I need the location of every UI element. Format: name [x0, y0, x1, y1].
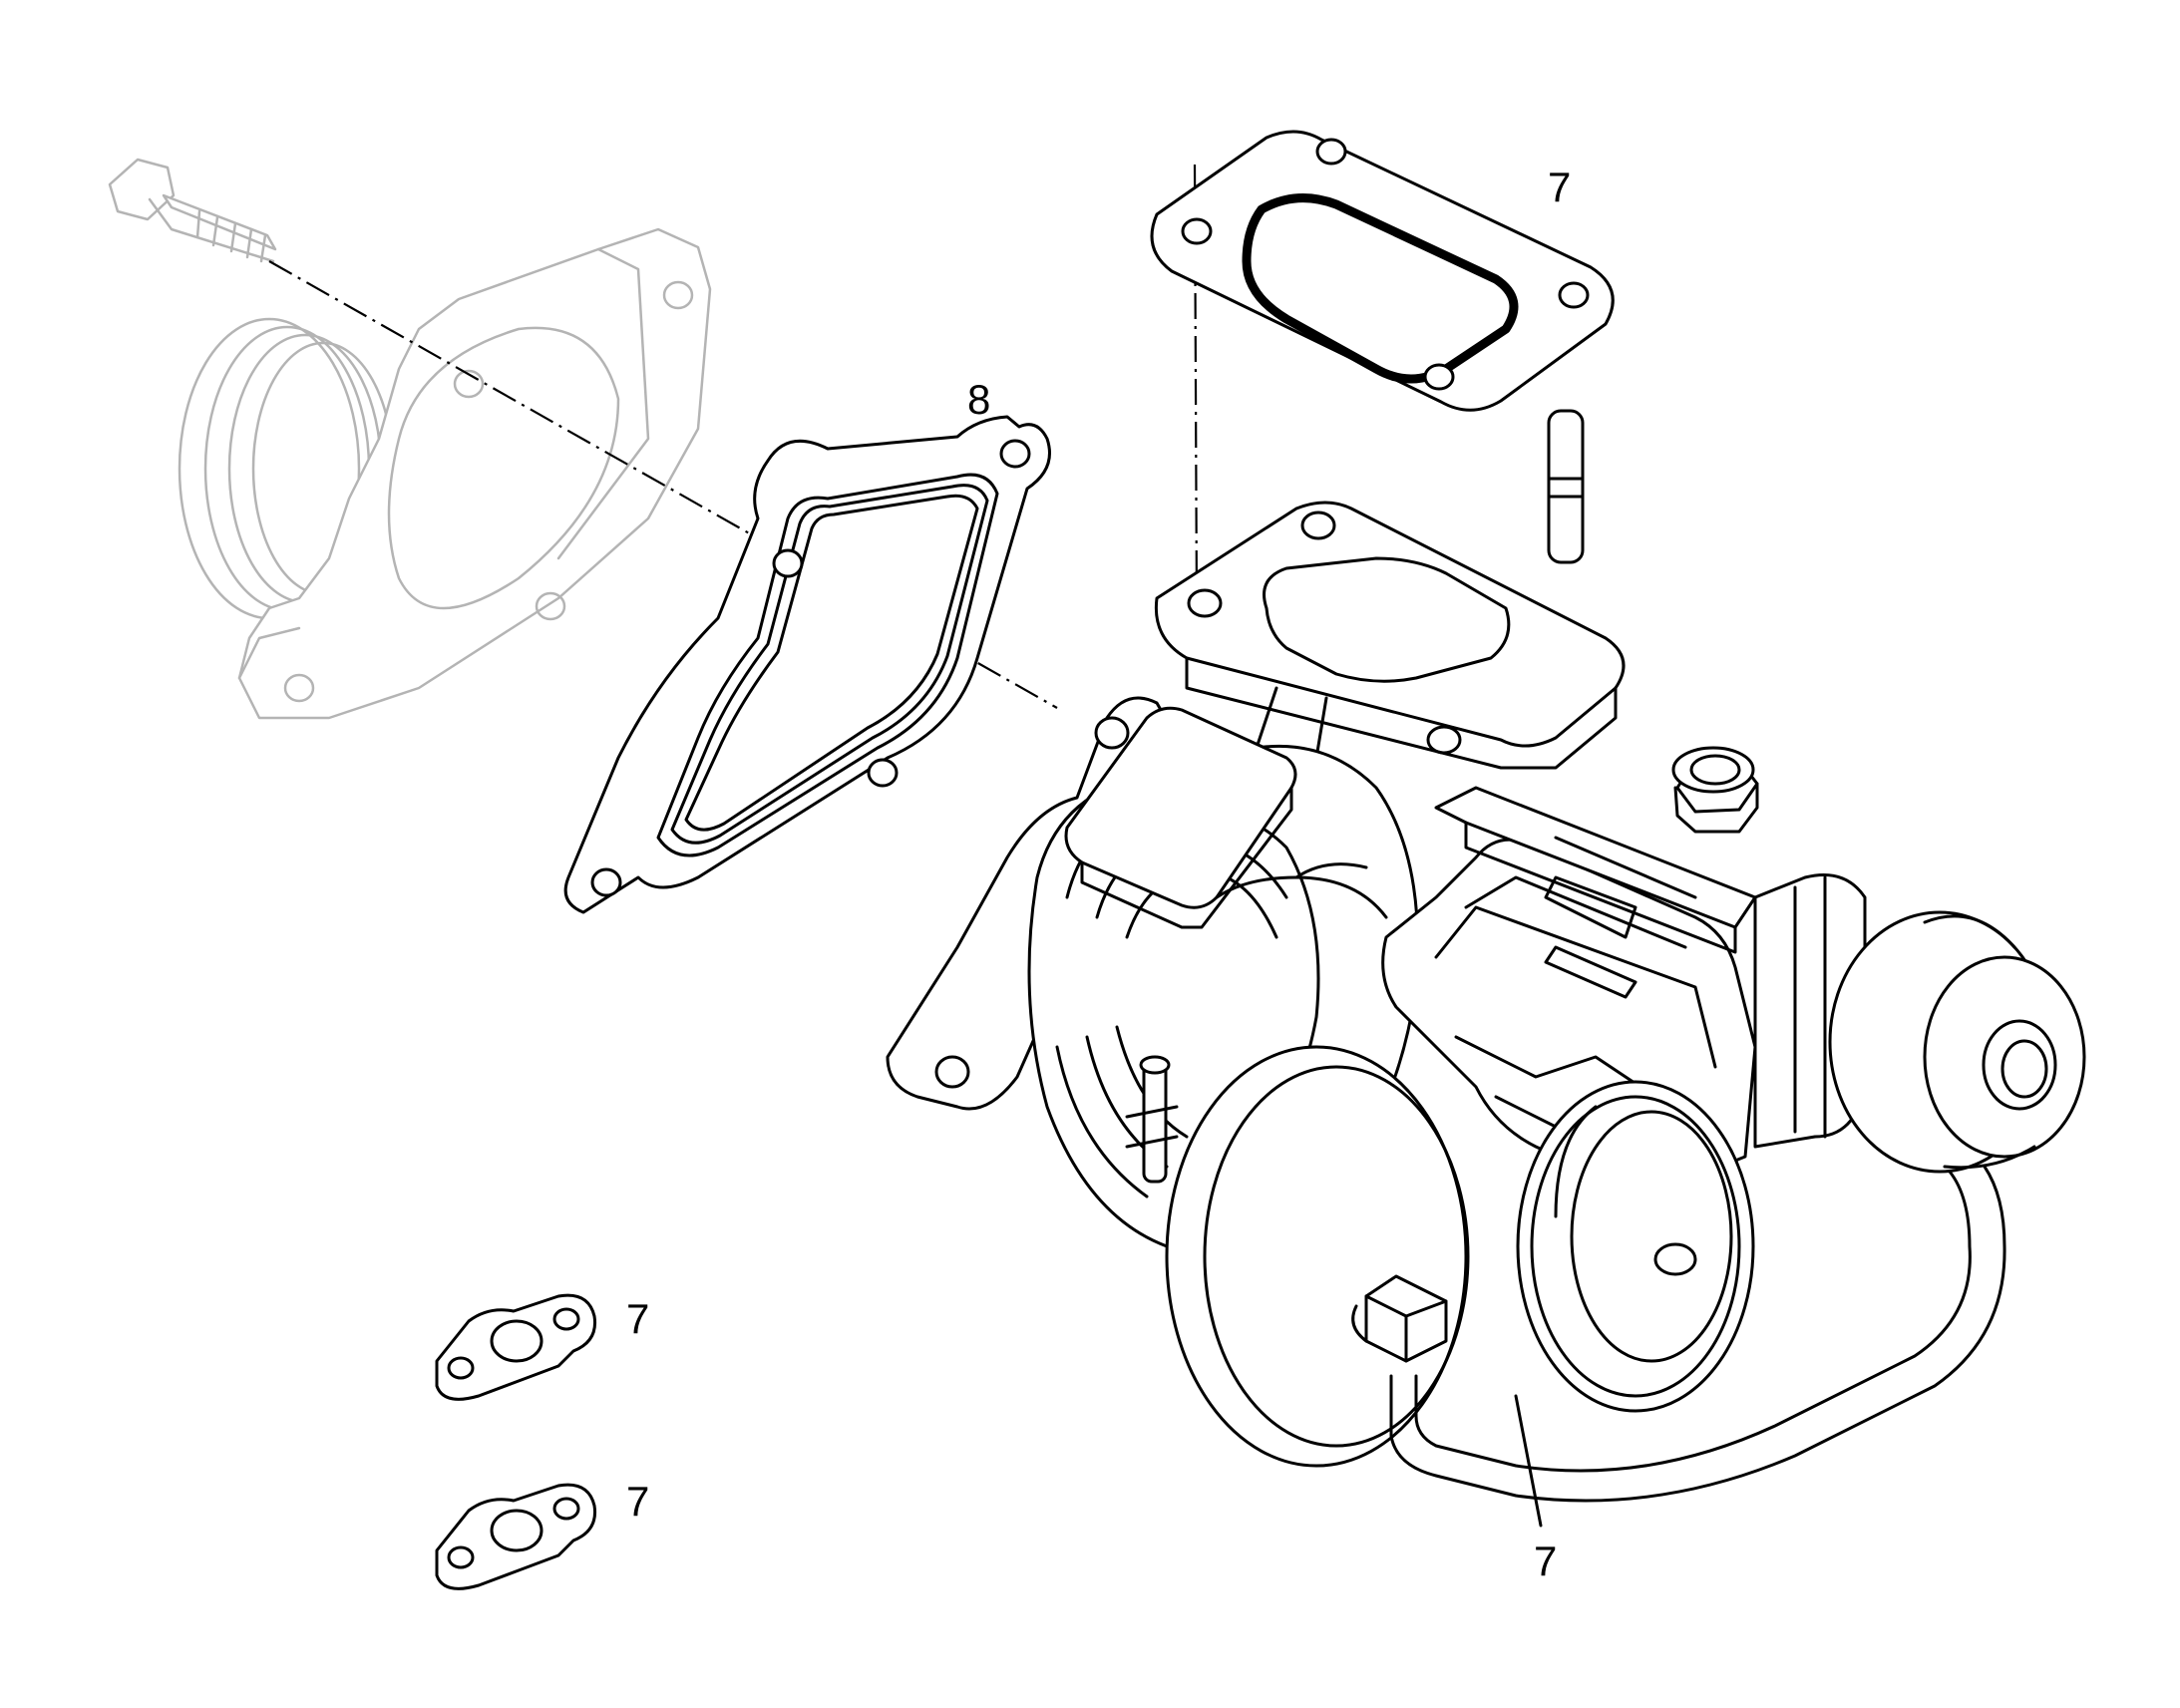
- stud: [1547, 409, 1585, 564]
- callout-compressor-gasket: 8: [967, 376, 990, 423]
- small-gasket-b: [435, 1483, 597, 1590]
- turbine-inlet-gasket: [1150, 130, 1615, 412]
- callout-leader-line: [1514, 1394, 1543, 1528]
- ghost-actuator: [178, 227, 712, 720]
- ghost-bolt: [108, 158, 277, 263]
- compressor-gasket: [563, 415, 1051, 914]
- callout-bottom-pipe-gasket: 7: [1534, 1537, 1557, 1584]
- small-gasket-a: [435, 1293, 597, 1401]
- callout-small-gasket-a: 7: [626, 1295, 649, 1342]
- nut: [1671, 746, 1759, 834]
- callout-top-gasket: 7: [1548, 164, 1571, 210]
- vertical-axis-line: [1193, 164, 1199, 609]
- turbocharger-body: [886, 501, 2086, 1503]
- callout-small-gasket-b: 7: [626, 1478, 649, 1525]
